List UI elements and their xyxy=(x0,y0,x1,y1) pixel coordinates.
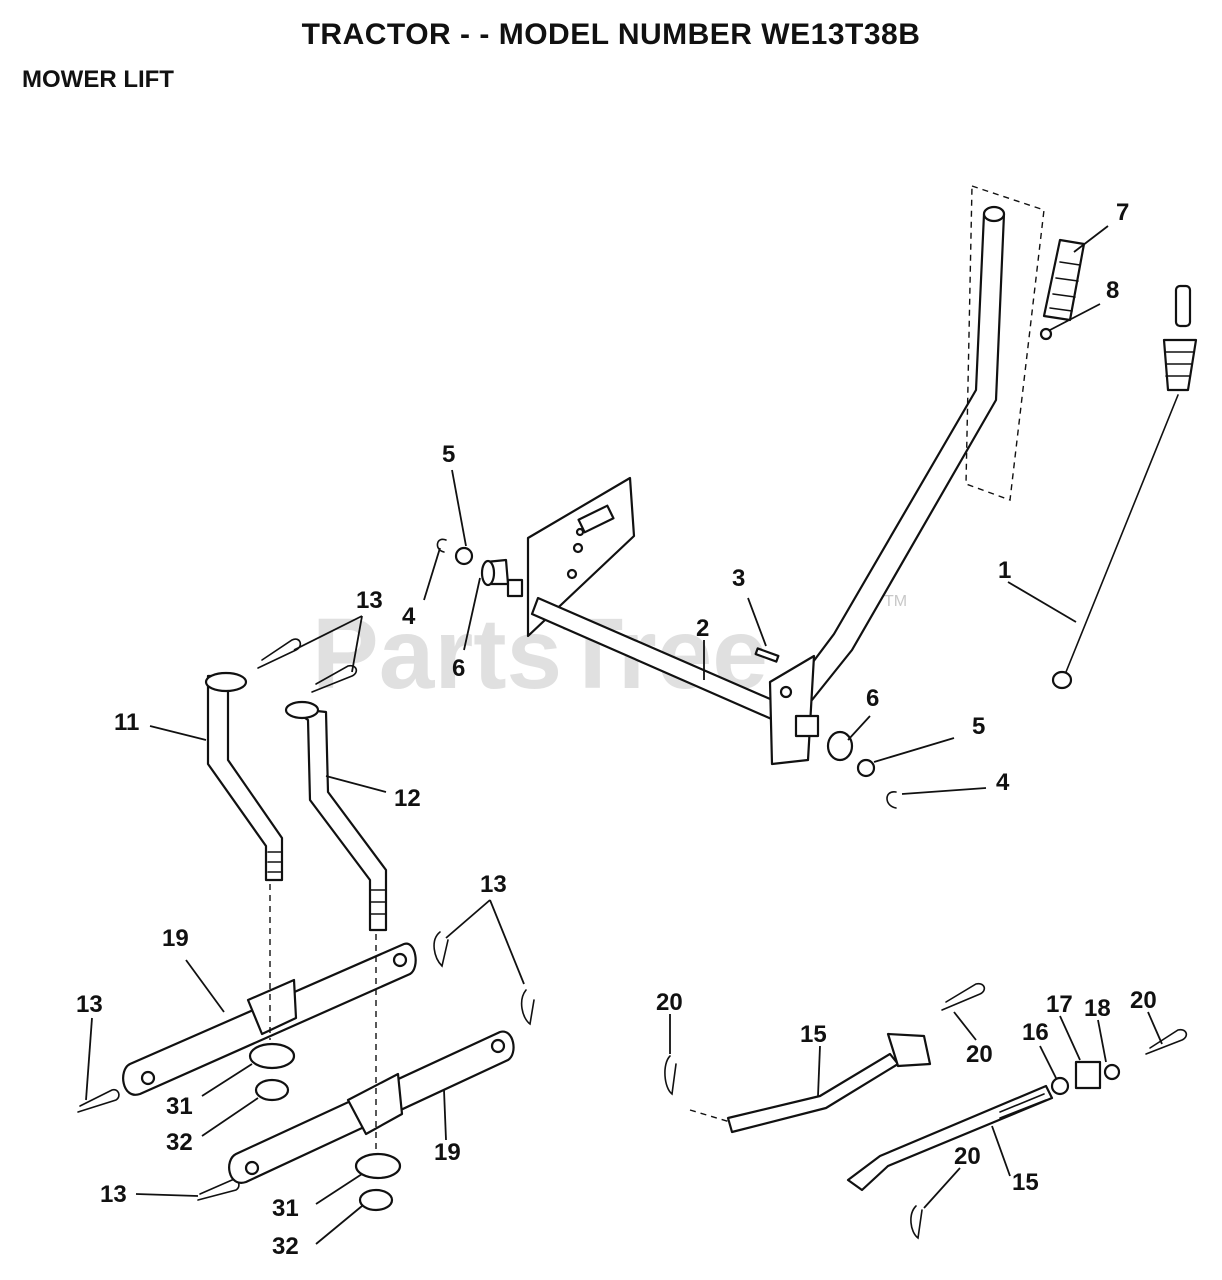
callout-13-bottom: 13 xyxy=(100,1181,127,1208)
leader-lines xyxy=(85,225,1163,1245)
callout-20-left: 20 xyxy=(656,989,683,1016)
callout-20-mid: 20 xyxy=(966,1041,993,1068)
lift-handle-lever xyxy=(790,185,1045,702)
lift-link-right xyxy=(284,700,388,932)
callout-20-bottom: 20 xyxy=(954,1143,981,1170)
lift-arm-lower xyxy=(228,1030,515,1184)
callout-18: 18 xyxy=(1084,995,1111,1022)
callout-32-lower: 32 xyxy=(272,1233,299,1260)
callout-17: 17 xyxy=(1046,991,1073,1018)
callout-19-lower: 19 xyxy=(434,1139,461,1166)
spacers-and-nuts xyxy=(248,884,402,1212)
lower-right-hardware xyxy=(794,714,897,809)
callout-2: 2 xyxy=(696,615,709,642)
upper-left-hardware xyxy=(436,538,510,587)
callout-4-upper: 4 xyxy=(402,603,416,630)
callout-12: 12 xyxy=(394,785,421,812)
callout-1: 1 xyxy=(998,557,1011,584)
callout-13-left: 13 xyxy=(76,991,103,1018)
callout-16: 16 xyxy=(1022,1019,1049,1046)
lift-link-rod xyxy=(1051,284,1198,690)
callout-3: 3 xyxy=(732,565,745,592)
callout-11: 11 xyxy=(114,709,139,736)
callout-32-upper: 32 xyxy=(166,1129,193,1156)
callout-4-lower: 4 xyxy=(996,769,1010,796)
adjustment-rod-upper xyxy=(689,1032,932,1134)
callout-labels: 1 2 3 4 4 5 5 6 6 7 8 11 12 13 13 13 13 … xyxy=(76,199,1157,1260)
callout-6-lower: 6 xyxy=(866,685,879,712)
watermark-tm: TM xyxy=(884,593,907,610)
callout-13-mid: 13 xyxy=(480,871,507,898)
hairpin-clips xyxy=(77,638,535,1201)
handle-grip xyxy=(1039,238,1086,341)
callout-5-upper: 5 xyxy=(442,441,455,468)
pin xyxy=(754,647,780,663)
callout-31-upper: 31 xyxy=(166,1093,193,1120)
callout-5-lower: 5 xyxy=(972,713,985,740)
retaining-clips xyxy=(664,982,1188,1240)
lift-link-left xyxy=(204,671,284,882)
callout-15-upper: 15 xyxy=(800,1021,827,1048)
callout-31-lower: 31 xyxy=(272,1195,299,1222)
callout-8: 8 xyxy=(1106,277,1119,304)
adjustment-rod-lower xyxy=(846,1060,1121,1192)
callout-19-upper: 19 xyxy=(162,925,189,952)
section-title: MOWER LIFT xyxy=(22,66,174,93)
callout-7: 7 xyxy=(1116,199,1129,226)
callout-13-top: 13 xyxy=(356,587,383,614)
diagram-title: TRACTOR - - MODEL NUMBER WE13T38B xyxy=(301,18,921,51)
callout-20-right: 20 xyxy=(1130,987,1157,1014)
callout-15-lower: 15 xyxy=(1012,1169,1039,1196)
callout-6-upper: 6 xyxy=(452,655,465,682)
